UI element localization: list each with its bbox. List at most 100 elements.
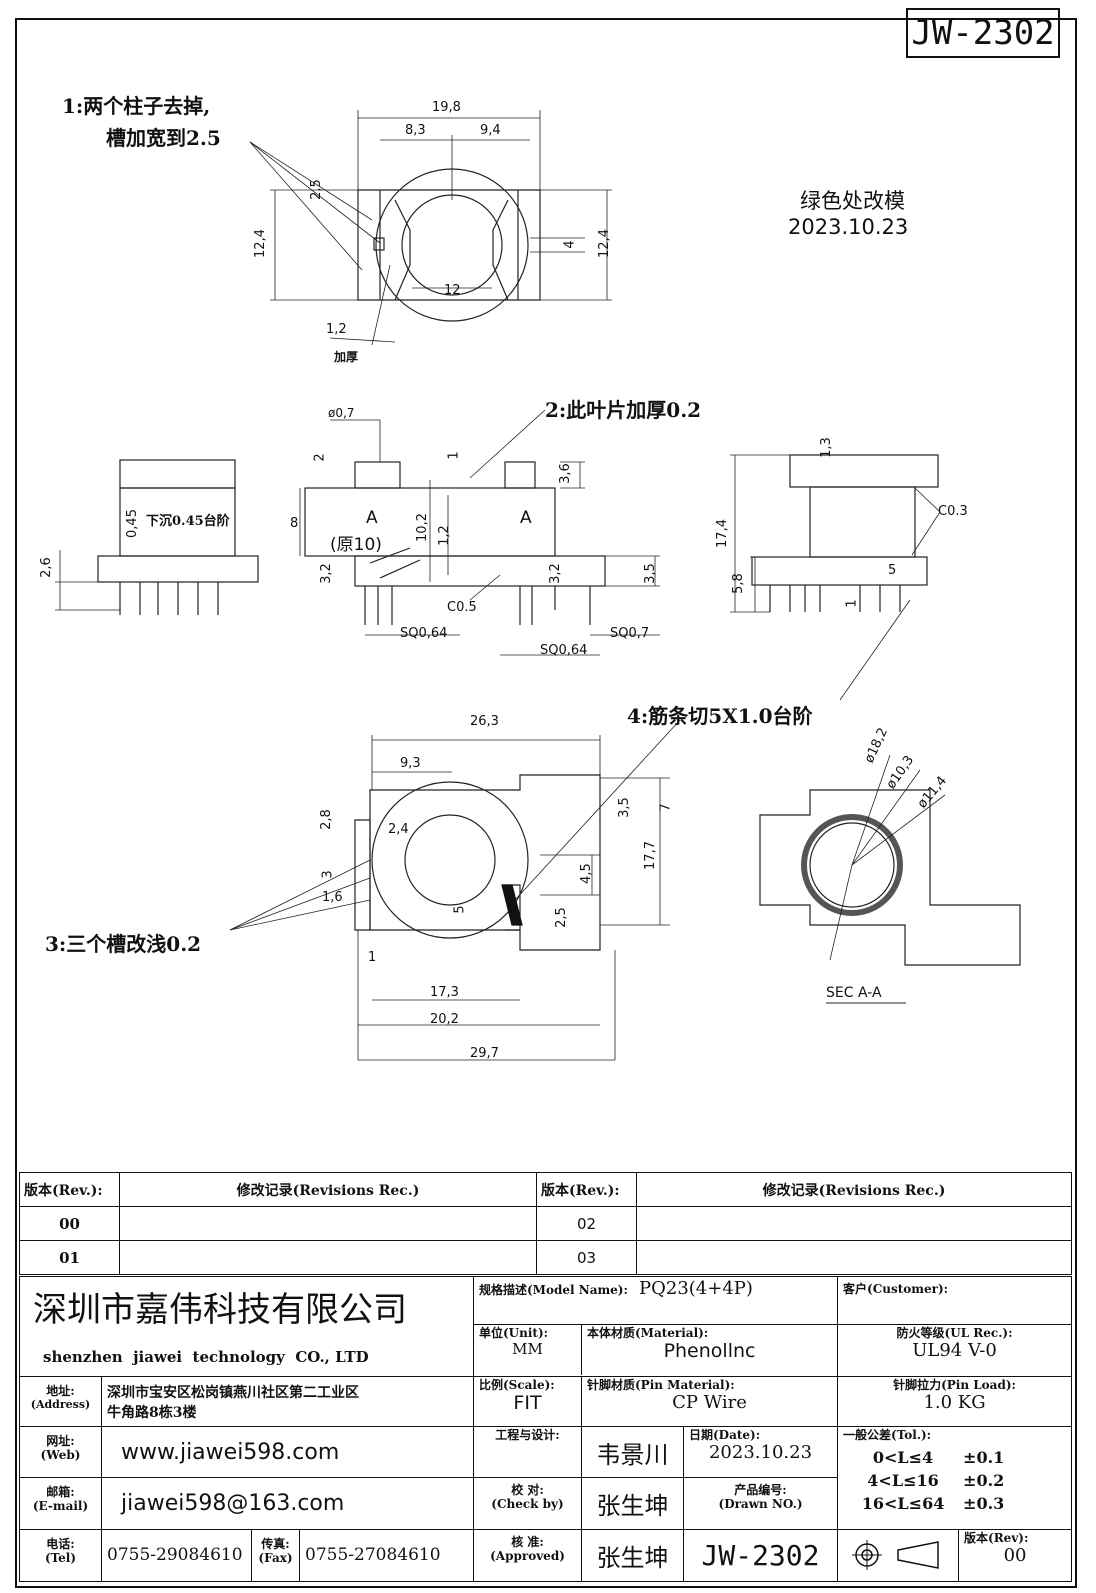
email-label-cell: 邮箱: (E-mail): [19, 1476, 102, 1530]
approver-name: 张生坤: [596, 1543, 669, 1572]
customer-cell: 客户(Customer): 防火等级(UL Rec.): UL94 V-0: [837, 1275, 1073, 1378]
unit-value: MM: [512, 1340, 543, 1358]
section-a-a: [759, 754, 1021, 1004]
tel-value: 0755-29084610: [107, 1545, 243, 1566]
dim-right-1-3: 1,3: [818, 437, 834, 458]
email-cell: jiawei598@163.com: [101, 1476, 474, 1530]
checker-name: 张生坤: [596, 1491, 669, 1520]
rev-record: [636, 1240, 1072, 1275]
dim-bottom-7: 7: [658, 803, 674, 812]
dim-bottom-3-5: 3,5: [616, 797, 632, 818]
section-label: SEC A-A: [826, 985, 882, 1001]
dim-left-0-45: 0,45: [124, 509, 140, 538]
rev-label: 版本(Rev):: [964, 1530, 1029, 1545]
email-link[interactable]: jiawei598@163.com: [121, 1490, 345, 1516]
scale-cell: 比例(Scale): FIT: [473, 1376, 582, 1428]
tol-range-2: 4<L≤16: [867, 1471, 939, 1491]
check-value-cell: 张生坤: [581, 1476, 684, 1530]
revision-table: 版本(Rev.): 修改记录(Revisions Rec.) 版本(Rev.):…: [19, 1172, 1072, 1275]
sink-step-label: 下沉0.45台阶: [146, 514, 230, 529]
pin-load-cell: 针脚拉力(Pin Load): 1.0 KG: [837, 1376, 1073, 1428]
tel-label: 电话:: [46, 1536, 75, 1551]
ul-label: 防火等级(UL Rec.):: [896, 1326, 1013, 1340]
tol-range-3: 16<L≤64: [861, 1494, 945, 1514]
address-line-1: 深圳市宝安区松岗镇燕川社区第二工业区: [107, 1385, 359, 1402]
date-cell: 日期(Date): 2023.10.23: [682, 1426, 839, 1478]
website-link[interactable]: www.jiawei598.com: [121, 1439, 340, 1465]
third-angle-projection-icon: [852, 1540, 939, 1571]
dim-bottom-2-4: 2,4: [388, 822, 409, 837]
drawn-no-cell: 产品编号: (Drawn NO.): [682, 1476, 839, 1530]
note-1-line-2: 槽加宽到2.5: [106, 126, 221, 150]
pin-load-value: 1.0 KG: [923, 1392, 986, 1414]
dim-bottom-2-5: 2,5: [553, 907, 569, 928]
dim-front-3-2-left: 3,2: [318, 563, 334, 584]
rev-header-left: 版本(Rev.):: [19, 1172, 120, 1207]
rev-record: [119, 1206, 537, 1241]
note-1-line-1: 1:两个柱子去掉,: [62, 94, 211, 118]
dim-front-sq0-7: SQ0,7: [610, 626, 650, 641]
mould-change-date: 2023.10.23: [788, 215, 909, 239]
drawing-number: JW-2302: [911, 13, 1055, 53]
pin-material-cell: 针脚材质(Pin Material): CP Wire: [580, 1376, 839, 1428]
date-label: 日期(Date):: [689, 1428, 761, 1443]
drawing-number-box: JW-2302: [906, 8, 1060, 58]
front-view: [299, 409, 660, 656]
material-value: Phenollnc: [663, 1340, 756, 1362]
dim-front-3-5: 3,5: [642, 563, 658, 584]
design-label-cell: 工程与设计:: [473, 1426, 582, 1478]
dim-bottom-4-5: 4,5: [578, 863, 594, 884]
rec-header-right: 修改记录(Revisions Rec.): [636, 1172, 1072, 1207]
left-side-view: [55, 459, 259, 615]
right-side-view: [730, 454, 941, 701]
dim-top-2-5: 2,5: [308, 179, 324, 200]
fax-value-cell: 0755-27084610: [299, 1528, 474, 1583]
tolerance-label: 一般公差(Tol.):: [843, 1428, 932, 1443]
dim-bottom-2-8: 2,8: [318, 809, 334, 830]
fax-value: 0755-27084610: [305, 1545, 441, 1566]
dim-right-17-4: 17,4: [714, 519, 730, 548]
pin-load-label: 针脚拉力(Pin Load):: [893, 1378, 1016, 1393]
tol-value-1: ±0.1: [963, 1448, 1005, 1468]
rev-row-03: 03: [536, 1240, 637, 1275]
email-label: 邮箱:: [46, 1484, 75, 1499]
note-2: 2:此叶片加厚0.2: [545, 398, 702, 422]
dim-front-3-2-right: 3,2: [547, 563, 563, 584]
dim-top-8-3: 8,3: [405, 123, 426, 138]
drawn-no-label: 产品编号:: [734, 1482, 787, 1497]
dim-top-1-2: 1,2: [326, 322, 347, 337]
projection-symbol: [839, 1530, 960, 1581]
rev-row-01: 01: [19, 1240, 120, 1275]
dim-front-c0-5: C0.5: [447, 600, 477, 615]
tel-label-en: (Tel): [44, 1550, 77, 1565]
dim-left-2-6: 2,6: [38, 557, 54, 578]
dim-front-2: 2: [312, 453, 328, 462]
design-value-cell: 韦景川: [581, 1426, 684, 1478]
address-cell: 深圳市宝安区松岗镇燕川社区第二工业区 牛角路8栋3楼: [101, 1376, 474, 1428]
web-cell: www.jiawei598.com: [101, 1426, 474, 1478]
customer-label: 客户(Customer):: [843, 1282, 949, 1296]
company-name-en: shenzhen jiawei technology CO., LTD: [43, 1347, 369, 1366]
part-no-cell: JW-2302: [682, 1528, 839, 1583]
dim-front-8: 8: [290, 516, 299, 531]
mould-change-note: 绿色处改模: [800, 189, 905, 213]
dim-front-sq0-64-right: SQ0,64: [540, 643, 588, 658]
dim-bottom-5: 5: [452, 905, 468, 914]
dim-bottom-1: 1: [368, 950, 377, 965]
address-label: 地址:: [46, 1384, 75, 1399]
drawing-frame: [15, 18, 1077, 1588]
tol-value-3: ±0.3: [963, 1494, 1005, 1514]
dim-top-12: 12: [444, 283, 461, 298]
dim-top-12-4-right: 12,4: [596, 229, 612, 258]
original-value-label: (原10): [330, 535, 382, 555]
note-4: 4:筋条切5X1.0台阶: [627, 704, 813, 728]
approve-value-cell: 张生坤: [581, 1528, 684, 1583]
unit-label: 单位(Unit):: [479, 1326, 549, 1340]
web-label-en: (Web): [40, 1448, 81, 1463]
dim-front-1-2: 1,2: [436, 525, 452, 546]
dim-front-10-2: 10,2: [414, 513, 430, 542]
dim-right-5: 5: [888, 563, 897, 578]
rev-record: [119, 1240, 537, 1275]
dim-front-1: 1: [446, 451, 462, 460]
section-mark-a-left: A: [366, 508, 378, 528]
